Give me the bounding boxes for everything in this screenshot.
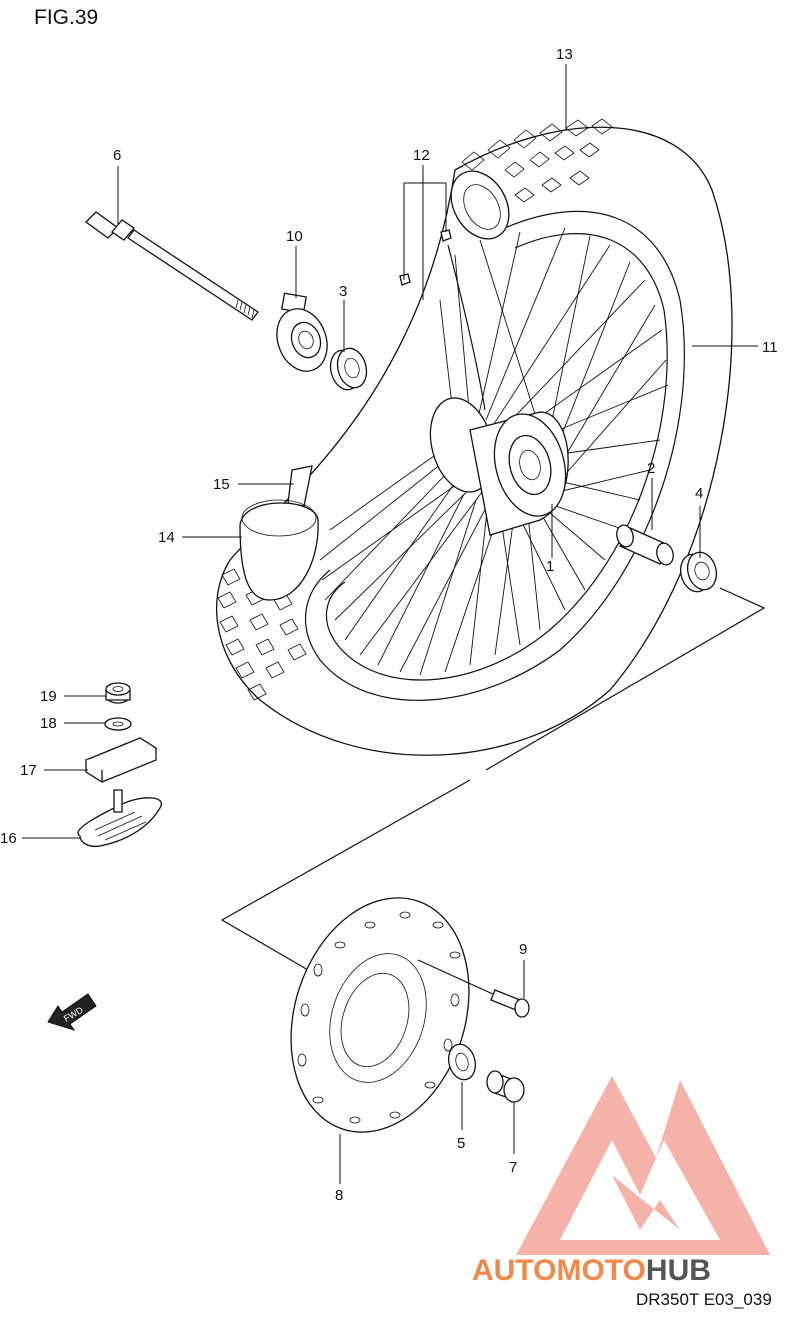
part-8-brake-disc (290, 897, 470, 1133)
callout-11: 11 (762, 339, 778, 356)
callout-7: 7 (509, 1159, 517, 1176)
hub (429, 397, 569, 536)
part-4-bearing (679, 551, 718, 593)
tire-tread-top (461, 118, 613, 203)
part-12-spoke-nipples (399, 229, 486, 411)
model-code: DR350T E03_039 (636, 1290, 772, 1309)
part-14-tube (239, 499, 319, 601)
callout-17: 17 (20, 762, 37, 779)
part-6-axle (85, 211, 259, 321)
callout-13: 13 (556, 46, 573, 63)
explosion-guide-lines (220, 587, 766, 971)
logo-triangle-inner (560, 1140, 720, 1240)
callout-19: 19 (40, 688, 57, 705)
callout-12: 12 (413, 147, 430, 164)
callout-5: 5 (457, 1135, 465, 1152)
part-2-spacer (616, 524, 674, 566)
callout-1: 1 (546, 558, 554, 575)
logo-inner-mark (612, 1175, 680, 1230)
figure-title: FIG.39 (34, 6, 98, 29)
callout-15: 15 (213, 476, 230, 493)
watermark-logo (516, 1076, 770, 1255)
callout-4: 4 (695, 485, 703, 502)
callout-3: 3 (339, 283, 347, 300)
part-19-nut (105, 682, 131, 704)
watermark-brand-part1: AUTOMOTO (472, 1254, 646, 1287)
part-16-rim-lock (77, 789, 163, 848)
callout-9: 9 (519, 941, 527, 958)
callout-2: 2 (647, 460, 655, 477)
part-3-bearing (329, 347, 368, 391)
watermark-brand-part2: HUB (646, 1254, 711, 1287)
callout-labels: 1 2 3 4 5 6 7 8 9 10 11 12 13 14 15 16 1… (0, 46, 778, 1204)
callout-16: 16 (0, 830, 17, 847)
tire-tread-left (217, 568, 307, 701)
part-9-bolt (417, 959, 530, 1018)
part-10-speedo-gearbox (276, 292, 328, 372)
leader-lines (22, 64, 758, 1184)
callout-8: 8 (335, 1187, 343, 1204)
callout-18: 18 (40, 715, 57, 732)
part-17-pad (84, 737, 158, 783)
watermark-brand-text: AUTOMOTOHUB (472, 1254, 711, 1287)
callout-14: 14 (158, 529, 175, 546)
part-18-washer (104, 717, 132, 731)
part-7-collar (486, 1070, 525, 1103)
callout-10: 10 (286, 228, 303, 245)
callout-6: 6 (113, 147, 121, 164)
part-5-oil-seal (447, 1043, 477, 1081)
